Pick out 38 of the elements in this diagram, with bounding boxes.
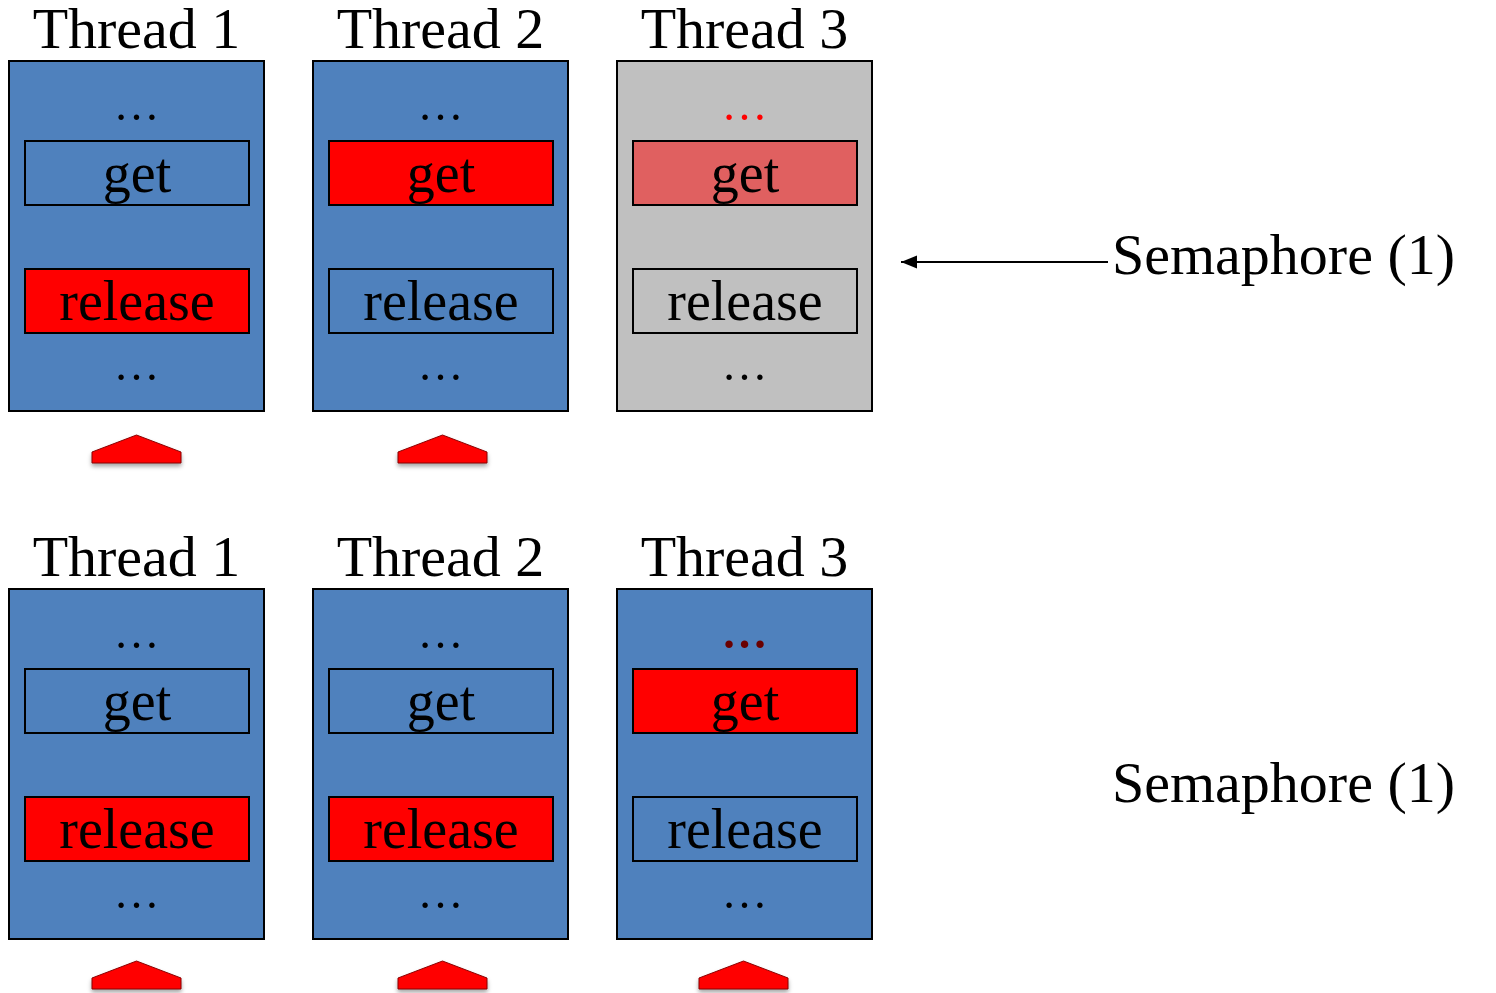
code-block: get (328, 668, 554, 734)
pointer-marker (397, 960, 488, 992)
thread-title: Thread 2 (335, 0, 546, 58)
ellipsis: … (720, 878, 769, 908)
ellipsis: … (112, 350, 161, 380)
thread-title: Thread 3 (639, 0, 850, 58)
ellipsis: … (112, 878, 161, 908)
code-block: get (328, 140, 554, 206)
thread-title: Thread 1 (31, 528, 242, 586)
pointer-marker (91, 434, 182, 466)
ellipsis: … (416, 618, 465, 648)
code-block: release (24, 796, 250, 862)
arrow (900, 255, 1109, 269)
code-block: release (328, 796, 554, 862)
ellipsis: … (720, 90, 769, 120)
thread-title: Thread 1 (31, 0, 242, 58)
code-block: get (632, 668, 858, 734)
code-block: release (328, 268, 554, 334)
code-block: get (24, 668, 250, 734)
ellipsis: … (112, 618, 161, 648)
pointer-marker (91, 960, 182, 992)
thread-title: Thread 2 (335, 528, 546, 586)
pointer-marker (698, 960, 789, 992)
ellipsis: … (416, 878, 465, 908)
ellipsis: … (720, 618, 769, 648)
code-block: release (632, 268, 858, 334)
ellipsis: … (720, 350, 769, 380)
code-block: release (632, 796, 858, 862)
code-block: release (24, 268, 250, 334)
semaphore-label: Semaphore (1) (1112, 754, 1456, 812)
ellipsis: … (416, 90, 465, 120)
ellipsis: … (112, 90, 161, 120)
pointer-marker (397, 434, 488, 466)
thread-title: Thread 3 (639, 528, 850, 586)
semaphore-label: Semaphore (1) (1112, 226, 1492, 290)
code-block: get (24, 140, 250, 206)
code-block: get (632, 140, 858, 206)
ellipsis: … (416, 350, 465, 380)
